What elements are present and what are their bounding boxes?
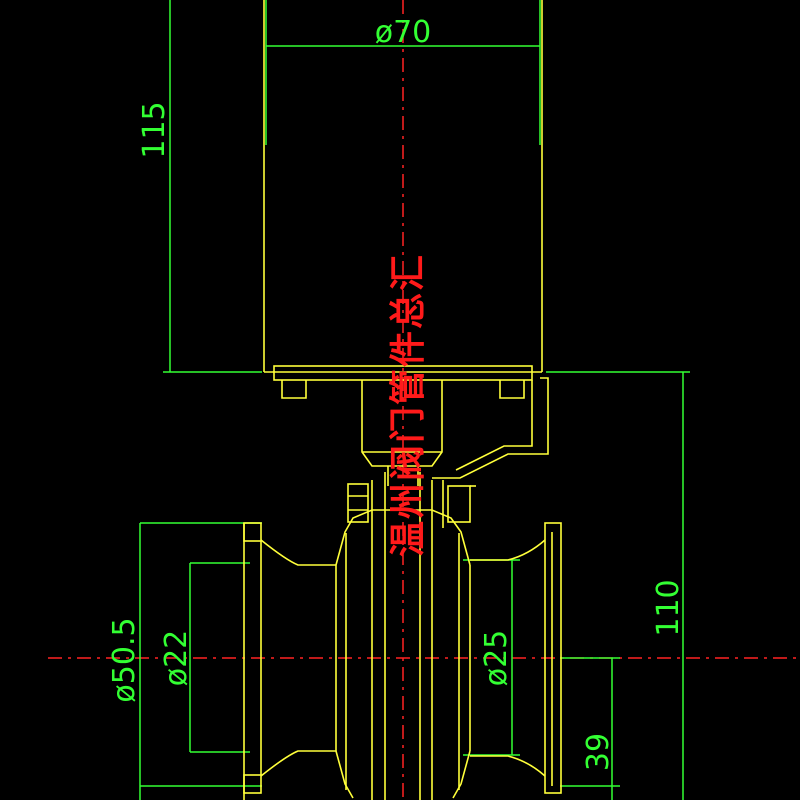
left-ferrule xyxy=(243,522,336,800)
watermark-text: 温州阀门管件总汇 xyxy=(388,253,429,557)
dim-overall-height: 110 xyxy=(651,579,686,636)
valve-outline xyxy=(243,0,562,800)
dim-inlet-bore: ø22 xyxy=(159,630,194,687)
dim-outlet-bore: ø25 xyxy=(479,630,514,687)
right-ferrule xyxy=(470,522,562,794)
dimension-labels: ø70 115 110 ø50.5 ø22 ø25 39 xyxy=(107,15,686,771)
dim-flange-diameter: ø50.5 xyxy=(107,617,142,702)
dim-actuator-diameter: ø70 xyxy=(375,15,432,50)
mounting-bracket xyxy=(361,377,549,486)
center-lines xyxy=(48,0,800,800)
valve-body xyxy=(335,472,471,800)
stem-hardware xyxy=(347,480,476,528)
actuator-body xyxy=(263,0,543,399)
dim-centerline-offset: 39 xyxy=(581,733,616,771)
dim-actuator-height: 115 xyxy=(137,101,172,158)
